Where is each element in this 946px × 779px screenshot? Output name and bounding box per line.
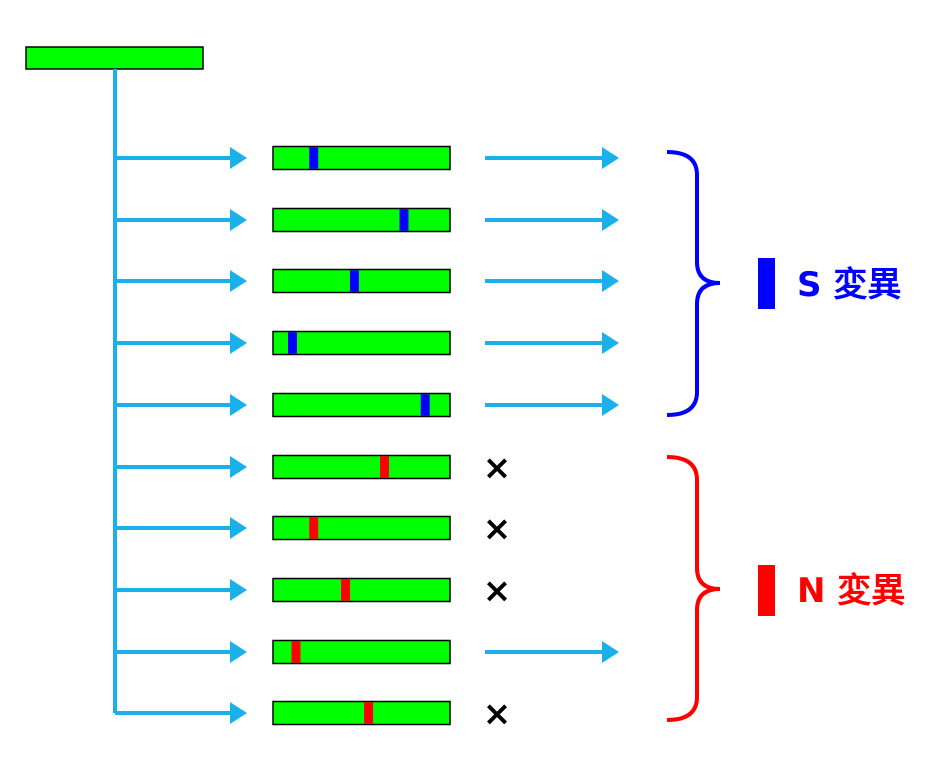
- n-group-label: N 変異: [797, 571, 905, 611]
- branch-arrow-1-head: [230, 147, 247, 169]
- row-4: [115, 330, 619, 356]
- row-7: ×: [115, 509, 511, 549]
- s-mutation-marker-4: [287, 332, 297, 354]
- outcome-arrow-5: [485, 394, 619, 416]
- mutant-sequence-8: [272, 577, 451, 603]
- outcome-arrow-5-head: [602, 394, 619, 416]
- branch-arrow-2: [115, 209, 247, 231]
- branch-arrow-7: [115, 517, 247, 539]
- n-group-marker: [758, 565, 775, 616]
- outcome-arrow-4-head: [602, 332, 619, 354]
- cross-icon-10: ×: [483, 694, 512, 734]
- branch-arrow-10: [115, 702, 247, 724]
- s-group-marker: [758, 258, 775, 309]
- rows-layer: × × × ×: [115, 145, 619, 734]
- s-mutation-marker-2: [399, 209, 409, 231]
- cross-icon-8: ×: [483, 571, 512, 611]
- s-mutation-marker-3: [349, 270, 359, 292]
- outcome-arrow-1-head: [602, 147, 619, 169]
- branch-arrow-10-head: [230, 702, 247, 724]
- branch-arrow-9: [115, 641, 247, 663]
- n-mutation-marker-9: [291, 641, 301, 663]
- branch-arrow-1: [115, 147, 247, 169]
- row-5: [115, 392, 619, 418]
- row-6: ×: [115, 448, 511, 488]
- branch-arrow-7-head: [230, 517, 247, 539]
- outcome-arrow-9: [485, 641, 619, 663]
- mutant-sequence-3: [272, 268, 451, 294]
- branch-arrow-9-head: [230, 641, 247, 663]
- outcome-arrow-1: [485, 147, 619, 169]
- mutant-sequence-4: [272, 330, 451, 356]
- branch-arrow-6: [115, 456, 247, 478]
- row-10: ×: [115, 694, 511, 734]
- n-mutation-marker-8: [341, 579, 351, 601]
- parent-sequence: [25, 46, 204, 70]
- outcome-arrow-3: [485, 270, 619, 292]
- mutant-sequence-10: [272, 700, 451, 726]
- row-2: [115, 207, 619, 233]
- branch-arrow-4-head: [230, 332, 247, 354]
- mutant-sequence-7: [272, 515, 451, 541]
- n-group-brace: [666, 455, 721, 722]
- mutant-sequence-1: [272, 145, 451, 171]
- cross-icon-6: ×: [483, 448, 512, 488]
- outcome-arrow-4: [485, 332, 619, 354]
- branch-arrow-3-head: [230, 270, 247, 292]
- row-1: [115, 145, 619, 171]
- branch-arrow-8: [115, 579, 247, 601]
- n-mutation-marker-6: [380, 456, 390, 478]
- mutant-sequence-5: [272, 392, 451, 418]
- s-group-brace: [666, 150, 721, 417]
- row-3: [115, 268, 619, 294]
- s-group-label: S 変異: [797, 265, 901, 305]
- outcome-arrow-3-head: [602, 270, 619, 292]
- mutant-sequence-9: [272, 639, 451, 665]
- row-8: ×: [115, 571, 511, 611]
- branch-arrow-5: [115, 394, 247, 416]
- branch-arrow-3: [115, 270, 247, 292]
- branch-arrow-4: [115, 332, 247, 354]
- cross-icon-7: ×: [483, 509, 512, 549]
- branch-arrow-5-head: [230, 394, 247, 416]
- s-mutation-marker-5: [420, 394, 430, 416]
- outcome-arrow-2: [485, 209, 619, 231]
- n-mutation-marker-10: [364, 702, 374, 724]
- n-mutation-marker-7: [309, 517, 319, 539]
- branch-arrow-2-head: [230, 209, 247, 231]
- branch-arrow-8-head: [230, 579, 247, 601]
- mutant-sequence-6: [272, 454, 451, 480]
- branch-arrow-6-head: [230, 456, 247, 478]
- outcome-arrow-9-head: [602, 641, 619, 663]
- mutant-sequence-2: [272, 207, 451, 233]
- row-9: [115, 639, 619, 665]
- outcome-arrow-2-head: [602, 209, 619, 231]
- s-mutation-marker-1: [309, 147, 319, 169]
